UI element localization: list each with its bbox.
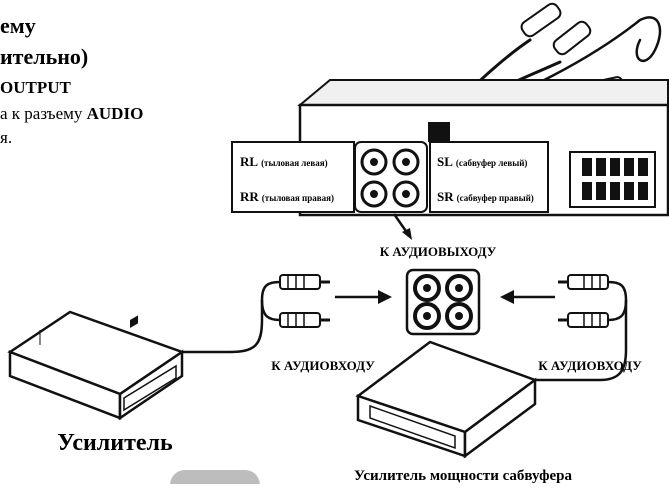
head-unit-connector-block xyxy=(428,122,450,142)
rear-labels-card xyxy=(231,141,355,213)
output-socket-3 xyxy=(413,302,441,330)
instruction-line-2: ительно) xyxy=(0,44,88,69)
instruction-line-5: я. xyxy=(0,128,12,147)
subwoofer-amplifier-device xyxy=(355,340,538,459)
head-unit-rca-sockets xyxy=(354,141,428,213)
instruction-line-1: ему xyxy=(0,13,36,38)
audio-out-label: К АУДИОВЫХОДУ xyxy=(380,244,497,259)
right-rca-cable xyxy=(520,274,628,382)
sl-label: SL(сабвуфер левый) xyxy=(437,154,527,169)
arrow-right-to-block xyxy=(500,290,555,304)
subwoofer-amplifier-label: Усилитель мощности сабвуфера xyxy=(354,468,573,484)
sl-code: SL xyxy=(437,154,453,169)
instruction-line-4: а к разъему AUDIO xyxy=(0,104,143,123)
footer-pill xyxy=(170,470,260,489)
sub-labels-card xyxy=(429,141,549,213)
head-unit: RL(тыловая левая) RR(тыловая правая) xyxy=(231,79,669,217)
subwoofer-panel xyxy=(369,404,456,450)
audio-output-block xyxy=(405,268,481,336)
sl-text: (сабвуфер левый) xyxy=(456,158,528,168)
instruction-line-3-rest: UTPUT xyxy=(13,78,71,97)
pointer-arrow-down xyxy=(392,213,412,240)
amplifier-device xyxy=(7,310,185,421)
instruction-line-3-prefix: O xyxy=(0,78,13,97)
head-unit-top-face xyxy=(297,79,669,106)
left-rca-plug-top xyxy=(279,274,330,290)
iso-connector xyxy=(569,151,656,208)
left-rca-cable xyxy=(180,274,330,354)
rr-code: RR xyxy=(240,189,259,204)
audio-in-left-label: К АУДИОВХОДУ xyxy=(271,358,375,373)
output-socket-4 xyxy=(445,302,473,330)
audio-in-right-label: К АУДИОВХОДУ xyxy=(538,358,642,373)
amplifier-panel xyxy=(123,364,177,412)
instruction-line-3: OUTPUT xyxy=(0,78,72,97)
socket-rl xyxy=(360,148,388,176)
instruction-line-4-text: а к разъему xyxy=(0,104,87,123)
output-socket-2 xyxy=(445,274,473,302)
amplifier-label: Усилитель xyxy=(57,430,173,456)
rl-text: (тыловая левая) xyxy=(261,158,328,168)
socket-sl xyxy=(392,148,420,176)
instruction-text: ему ительно) OUTPUT а к разъему AUDIO я. xyxy=(0,13,143,147)
output-socket-1 xyxy=(413,274,441,302)
amplifier-terminal xyxy=(130,315,138,328)
socket-sr xyxy=(392,180,420,208)
right-rca-plug-top xyxy=(558,274,609,290)
instruction-line-4-bold: AUDIO xyxy=(87,104,144,123)
left-rca-plug-bottom xyxy=(279,312,330,328)
rr-text: (тыловая правая) xyxy=(262,193,334,203)
rl-label: RL(тыловая левая) xyxy=(240,154,328,169)
sr-label: SR(сабвуфер правый) xyxy=(437,189,534,204)
socket-rr xyxy=(360,180,388,208)
arrow-left-to-block xyxy=(335,290,392,304)
rr-label: RR(тыловая правая) xyxy=(240,189,334,204)
sr-text: (сабвуфер правый) xyxy=(457,193,534,203)
right-rca-plug-bottom xyxy=(558,312,609,328)
sr-code: SR xyxy=(437,189,454,204)
rl-code: RL xyxy=(240,154,258,169)
